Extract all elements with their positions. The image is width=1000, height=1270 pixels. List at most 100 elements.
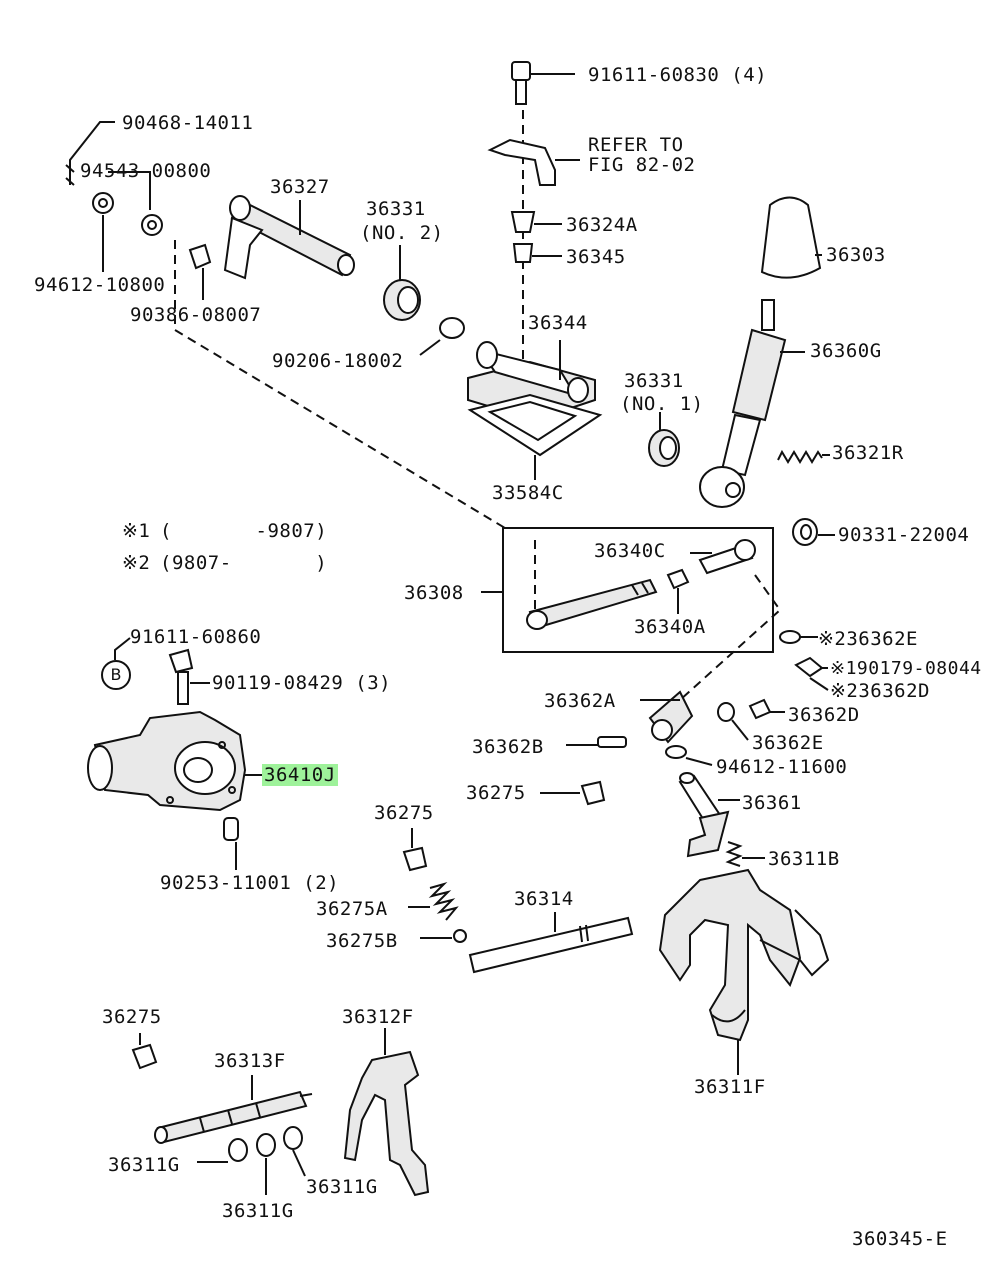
label-36303[interactable]: 36303 <box>826 244 886 266</box>
label-refer-to[interactable]: REFER TO <box>588 134 684 156</box>
label-36345[interactable]: 36345 <box>566 246 626 268</box>
rod-36308[interactable] <box>526 578 658 630</box>
label-36360g[interactable]: 36360G <box>810 340 882 362</box>
nut-94543-00800[interactable] <box>141 214 163 236</box>
label-36321r[interactable]: 36321R <box>832 442 904 464</box>
bolt-91611-60830[interactable] <box>511 61 575 105</box>
cap-36345[interactable] <box>512 243 562 263</box>
leader-236362d <box>809 677 829 691</box>
pin-36362b[interactable] <box>566 736 627 748</box>
label-36311b[interactable]: 36311B <box>768 848 840 870</box>
label-36362e[interactable]: 36362E <box>752 732 824 754</box>
spring-36275a[interactable] <box>408 881 459 921</box>
spring-36321r[interactable] <box>777 449 830 464</box>
nut-36362d[interactable] <box>748 698 785 720</box>
label-94543-00800[interactable]: 94543-00800 <box>80 160 212 182</box>
label-236362e[interactable]: ※236362E <box>818 628 918 650</box>
label-90119-08429[interactable]: 90119-08429 (3) <box>212 672 392 694</box>
bolt-90386-08007[interactable] <box>188 243 212 300</box>
gasket-33584c[interactable] <box>467 393 603 480</box>
lever-36360g[interactable] <box>699 299 805 508</box>
shaft-36313f[interactable] <box>154 1075 313 1144</box>
label-94612-11600[interactable]: 94612-11600 <box>716 756 848 778</box>
label-94612-10800[interactable]: 94612-10800 <box>34 274 166 296</box>
label-36313f[interactable]: 36313F <box>214 1050 286 1072</box>
fork-36311f[interactable] <box>658 868 830 1075</box>
label-36311f[interactable]: 36311F <box>694 1076 766 1098</box>
label-36331-a[interactable]: 36331 <box>366 198 426 220</box>
label-90206-18002[interactable]: 90206-18002 <box>272 350 404 372</box>
label-fig-82-02[interactable]: FIG 82-02 <box>588 154 696 176</box>
label-36331-b[interactable]: 36331 <box>624 370 684 392</box>
pin-90253-11001[interactable] <box>223 817 239 870</box>
shift-lever-36327[interactable] <box>223 195 355 280</box>
label-190179-08044[interactable]: ※190179-08044 <box>830 658 982 679</box>
label-91611-60860[interactable]: 91611-60860 <box>130 626 262 648</box>
label-36410j[interactable]: 36410J <box>262 764 338 786</box>
bushing-36331-no1[interactable] <box>648 412 680 467</box>
label-91611-60830[interactable]: 91611-60830 (4) <box>588 64 768 86</box>
label-36311g-1[interactable]: 36311G <box>108 1154 180 1176</box>
label-36327[interactable]: 36327 <box>270 176 330 198</box>
washer-94612-11600[interactable] <box>665 745 713 766</box>
label-90386-08007[interactable]: 90386-08007 <box>130 304 262 326</box>
nut-190179-08044[interactable] <box>794 656 828 678</box>
ball-36275b[interactable] <box>420 929 467 943</box>
washer-236362e[interactable] <box>779 630 818 644</box>
ring-36311g-1[interactable] <box>197 1138 248 1163</box>
label-36331-no1[interactable]: (NO. 1) <box>620 393 704 415</box>
label-36340a[interactable]: 36340A <box>634 616 706 638</box>
label-236362d[interactable]: ※236362D <box>830 680 930 702</box>
label-36275-upper[interactable]: 36275 <box>466 782 526 804</box>
label-36331-no2[interactable]: (NO. 2) <box>360 222 444 244</box>
assembly-box-36308 <box>502 527 774 653</box>
label-36275b[interactable]: 36275B <box>326 930 398 952</box>
label-36340c[interactable]: 36340C <box>594 540 666 562</box>
label-36275-lower[interactable]: 36275 <box>102 1006 162 1028</box>
label-90253-11001[interactable]: 90253-11001 (2) <box>160 872 340 894</box>
label-90468-14011[interactable]: 90468-14011 <box>122 112 254 134</box>
plug-36275-lower[interactable] <box>131 1033 158 1070</box>
label-36362b[interactable]: 36362B <box>472 736 544 758</box>
label-36362a[interactable]: 36362A <box>544 690 616 712</box>
circled-b-marker: B <box>101 660 131 690</box>
label-36311g-3[interactable]: 36311G <box>306 1176 378 1198</box>
plug-36275-upper[interactable] <box>540 780 606 806</box>
label-90331-22004[interactable]: 90331-22004 <box>838 524 970 546</box>
knob-36303[interactable] <box>760 196 822 279</box>
end-36340c[interactable] <box>690 539 756 575</box>
snap-ring-90206-18002[interactable] <box>419 317 465 356</box>
label-36275a[interactable]: 36275A <box>316 898 388 920</box>
washer-36362e[interactable] <box>717 702 749 741</box>
label-33584c[interactable]: 33584C <box>492 482 564 504</box>
seat-36324a[interactable] <box>510 211 562 233</box>
ring-90331-22004[interactable] <box>792 518 835 546</box>
label-36308[interactable]: 36308 <box>404 582 464 604</box>
label-36275-middle[interactable]: 36275 <box>374 802 434 824</box>
label-36362d[interactable]: 36362D <box>788 704 860 726</box>
spring-36311b[interactable] <box>725 841 765 867</box>
shaft-36361[interactable] <box>678 772 740 858</box>
bolt-90119-08429[interactable] <box>168 648 210 705</box>
plug-36275-middle[interactable] <box>402 828 428 872</box>
shaft-36314[interactable] <box>468 912 634 974</box>
housing-36410j[interactable] <box>87 710 262 812</box>
label-36344[interactable]: 36344 <box>528 312 588 334</box>
label-36314[interactable]: 36314 <box>514 888 574 910</box>
selector-36362a[interactable] <box>640 690 694 744</box>
nut-36340a[interactable] <box>666 568 690 614</box>
bracket-refer-fig-82-02[interactable] <box>487 138 580 186</box>
fork-36312f[interactable] <box>343 1028 430 1197</box>
bushing-36331-no2[interactable] <box>383 245 421 321</box>
label-36312f[interactable]: 36312F <box>342 1006 414 1028</box>
washer-94612-10800[interactable] <box>92 192 114 272</box>
highlighted-part-number: 36410J <box>262 764 338 786</box>
ring-36311g-3[interactable] <box>283 1126 306 1177</box>
label-36324a[interactable]: 36324A <box>566 214 638 236</box>
legend-note2-range: (9807- ) <box>160 552 328 574</box>
label-36311g-2[interactable]: 36311G <box>222 1200 294 1222</box>
label-36361[interactable]: 36361 <box>742 792 802 814</box>
ring-36311g-2[interactable] <box>256 1133 276 1195</box>
clip-90468-14011[interactable] <box>65 121 115 186</box>
